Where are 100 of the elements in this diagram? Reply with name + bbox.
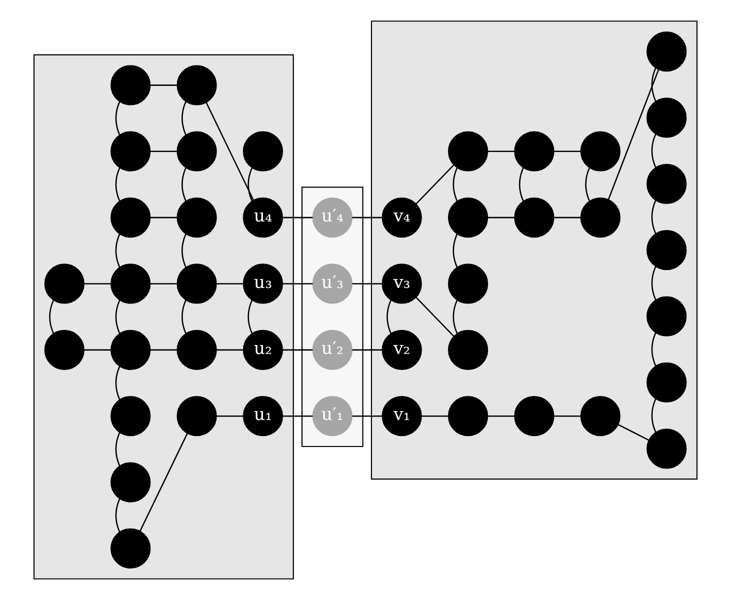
cluster xyxy=(32,54,294,580)
connector xyxy=(352,415,382,417)
connector xyxy=(181,101,186,136)
node-circle xyxy=(176,131,216,172)
connector xyxy=(487,415,514,417)
node-circle xyxy=(447,330,488,370)
connector xyxy=(352,216,382,218)
connector xyxy=(650,266,656,300)
node-circle xyxy=(514,197,554,238)
node-circle: u₃ xyxy=(242,264,283,304)
connector xyxy=(114,366,120,400)
node-circle xyxy=(447,131,488,172)
connector xyxy=(618,424,648,441)
node-circle xyxy=(176,330,216,370)
connector xyxy=(150,283,176,284)
connector xyxy=(452,234,458,268)
connector xyxy=(282,216,312,218)
node-circle: v₃ xyxy=(381,264,422,304)
connector xyxy=(205,102,254,201)
connector xyxy=(114,167,120,202)
connector xyxy=(282,415,312,417)
connector xyxy=(352,349,382,351)
connector xyxy=(553,415,580,417)
connector xyxy=(216,349,243,351)
node-circle xyxy=(447,264,488,304)
connector xyxy=(650,332,656,366)
node-circle xyxy=(242,131,283,172)
connector xyxy=(487,216,514,218)
node-circle xyxy=(447,197,488,238)
cluster xyxy=(300,186,363,448)
connector xyxy=(553,150,580,152)
connector xyxy=(247,300,252,334)
connector xyxy=(452,300,458,334)
connector xyxy=(114,101,120,136)
node-circle xyxy=(580,197,620,238)
connector xyxy=(84,349,110,351)
connector xyxy=(553,216,580,218)
node-circle: u₁ xyxy=(242,396,283,436)
connector xyxy=(415,296,454,337)
connector xyxy=(84,283,110,284)
node-circle xyxy=(646,230,686,270)
node-circle: u′₁ xyxy=(312,396,352,436)
connector xyxy=(150,84,176,86)
connector xyxy=(584,167,590,202)
node-circle xyxy=(580,131,620,172)
node-circle: u′₂ xyxy=(312,330,352,370)
connector xyxy=(181,167,186,202)
node-circle xyxy=(646,31,686,72)
connector xyxy=(114,432,120,466)
connector xyxy=(650,398,656,432)
connector xyxy=(518,167,524,202)
connector xyxy=(386,300,392,334)
connector xyxy=(420,415,448,417)
node-circle: u′₄ xyxy=(312,197,352,238)
connector xyxy=(247,167,252,202)
connector xyxy=(114,498,120,532)
node-circle xyxy=(514,131,554,172)
node-circle xyxy=(110,396,150,436)
connector xyxy=(150,150,176,152)
node-circle xyxy=(176,65,216,106)
connector xyxy=(181,300,186,334)
node-circle xyxy=(110,528,150,569)
node-circle xyxy=(646,362,686,403)
node-circle xyxy=(514,396,554,436)
node-circle: u₄ xyxy=(242,197,283,238)
node-circle xyxy=(44,264,84,304)
node-circle xyxy=(110,197,150,238)
node-circle xyxy=(447,396,488,436)
node-circle xyxy=(646,428,686,469)
connector xyxy=(216,283,243,284)
node-circle xyxy=(646,164,686,204)
node-circle: u₂ xyxy=(242,330,283,370)
node-circle xyxy=(580,396,620,436)
node-circle xyxy=(646,98,686,138)
node-circle xyxy=(110,65,150,106)
node-circle xyxy=(110,264,150,304)
node-circle xyxy=(176,197,216,238)
connector xyxy=(282,283,312,284)
connector xyxy=(216,415,243,417)
node-circle: v₁ xyxy=(381,396,422,436)
node-circle xyxy=(110,330,150,370)
connector xyxy=(150,216,176,218)
connector xyxy=(452,167,458,202)
node-circle: u′₃ xyxy=(312,264,352,304)
connector xyxy=(487,150,514,152)
connector xyxy=(48,300,54,334)
node-circle xyxy=(44,330,84,370)
connector xyxy=(415,164,454,204)
node-circle xyxy=(110,462,150,502)
node-circle xyxy=(110,131,150,172)
connector xyxy=(607,69,659,200)
node-circle xyxy=(646,296,686,336)
connector xyxy=(150,349,176,351)
connector xyxy=(114,300,120,334)
connector xyxy=(138,433,188,532)
connector xyxy=(352,283,382,284)
node-circle: v₄ xyxy=(381,197,422,238)
connector xyxy=(650,200,656,234)
node-circle: v₂ xyxy=(381,330,422,370)
connector xyxy=(282,349,312,351)
